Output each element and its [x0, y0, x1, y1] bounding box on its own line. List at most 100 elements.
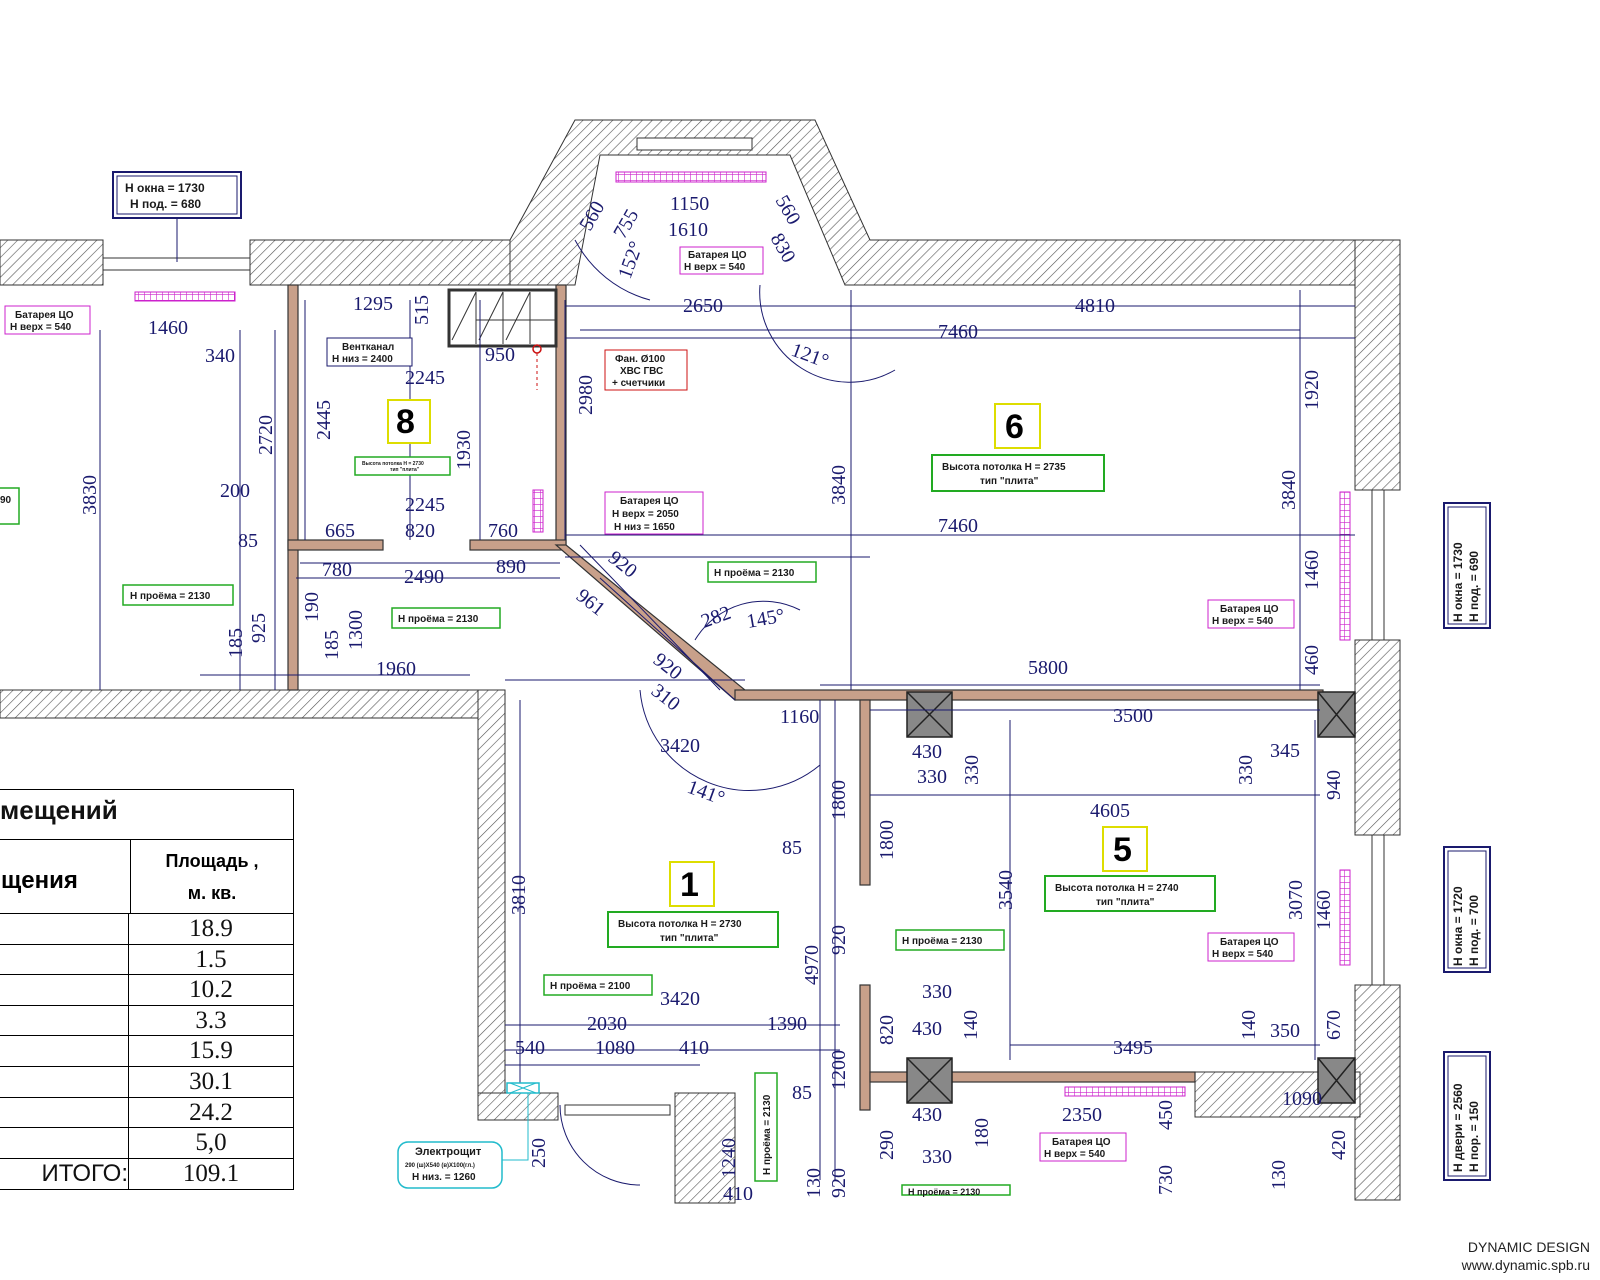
dim-410: 410 [723, 1183, 753, 1205]
window-label-top-left: Н окна = 1730 Н под. = 680 [112, 171, 242, 262]
room-5: 5 Высота потолка Н = 2740 тип "плита" [1044, 826, 1216, 912]
dim-2245: 2245 [405, 367, 445, 389]
dim-2490: 2490 [404, 566, 444, 588]
table-cell-room [0, 1128, 129, 1158]
table-cell-room [0, 1005, 129, 1036]
dim-250: 250 [528, 1138, 550, 1168]
table-cell-area: 15.9 [129, 1036, 294, 1066]
opening-label: Н проёма = 2100 [543, 974, 653, 996]
dim-420: 420 [1328, 1130, 1350, 1160]
dim-2720: 2720 [255, 415, 277, 455]
svg-text:Н верх = 540: Н верх = 540 [1044, 1149, 1106, 1160]
windows [102, 137, 1385, 1116]
dim-1920: 1920 [1301, 370, 1323, 410]
dim-430: 430 [912, 1018, 942, 1040]
dim-3420: 3420 [660, 735, 700, 757]
dim-1200: 1200 [828, 1050, 850, 1090]
svg-text:ХВС ГВС: ХВС ГВС [620, 366, 663, 377]
window-label-right-1: Н окна = 1730 Н под. = 690 [1443, 502, 1491, 629]
dim-4605: 4605 [1090, 800, 1130, 822]
dim-1610: 1610 [668, 219, 708, 241]
dim-1460: 1460 [1313, 890, 1335, 930]
dim-2245: 2245 [405, 494, 445, 516]
dim-330: 330 [922, 1146, 952, 1168]
dim-185: 185 [225, 628, 247, 658]
opening-label: Н проёма = 2130 [122, 584, 234, 606]
room-1: 1 Высота потолка Н = 2730 тип "плита" [607, 861, 779, 948]
svg-text:Н верх = 540: Н верх = 540 [1212, 616, 1274, 627]
radiator-label: Батарея ЦО Н верх = 2050 Н низ = 1650 [604, 491, 704, 535]
dim-920: 920 [604, 547, 641, 583]
dim-1300: 1300 [345, 610, 367, 650]
opening-label: Н проёма = 2130 [901, 1184, 1011, 1197]
dim-1295: 1295 [353, 293, 393, 315]
room-number-1: 1 [680, 866, 699, 904]
room-number-8: 8 [396, 403, 415, 441]
opening-label: Н проёма = 2130 [895, 929, 1005, 951]
svg-text:Н пор. = 150: Н пор. = 150 [1467, 1101, 1481, 1172]
svg-text:Н верх = 540: Н верх = 540 [10, 322, 72, 333]
opening-label: Н проёма = 2130 [707, 561, 817, 583]
dim-1460: 1460 [148, 317, 188, 339]
table-cell-room [0, 914, 129, 944]
dim-460: 460 [1301, 645, 1323, 675]
brand-site: www.dynamic.spb.ru [1461, 1257, 1590, 1273]
dim-670: 670 [1323, 1010, 1345, 1040]
dim-920: 920 [828, 1168, 850, 1198]
dim-190: 190 [301, 592, 323, 622]
dim-2445: 2445 [313, 400, 335, 440]
dimension-labels: 1150 1610 560 755 560 830 152° 2650 4810… [79, 192, 1350, 1206]
svg-text:Н под. = 690: Н под. = 690 [1467, 551, 1481, 622]
ceiling-label: Высота потолка Н = 2735 [942, 462, 1066, 473]
svg-text:Фан. Ø100: Фан. Ø100 [615, 354, 666, 365]
angle-121: 121° [788, 339, 831, 373]
dim-3810: 3810 [508, 875, 530, 915]
dim-820: 820 [876, 1015, 898, 1045]
dim-450: 450 [1155, 1100, 1177, 1130]
dim-5800: 5800 [1028, 657, 1068, 679]
door-swings [559, 239, 896, 1186]
dim-310: 310 [647, 680, 684, 716]
svg-text:Н под. = 700: Н под. = 700 [1467, 895, 1481, 966]
dim-1800: 1800 [876, 820, 898, 860]
table-row: 1.5 [0, 944, 294, 976]
dim-185: 185 [321, 630, 343, 660]
dim-1800: 1800 [828, 780, 850, 820]
area-table: щения Площадь , м. кв. [0, 789, 294, 914]
ceiling-label: Высота потолка Н = 2740 [1055, 883, 1179, 894]
window-label-right-2: Н окна = 1720 Н под. = 700 [1443, 846, 1491, 973]
dim-130: 130 [803, 1168, 825, 1198]
room-number-6: 6 [1005, 408, 1024, 446]
dim-330: 330 [922, 981, 952, 1003]
dim-3420: 3420 [660, 988, 700, 1010]
table-cell-area: 1.5 [129, 944, 294, 975]
table-row: 3.3 [0, 1005, 294, 1037]
svg-text:Н проёма = 2130: Н проёма = 2130 [908, 1187, 980, 1197]
angle-145: 145° [745, 605, 786, 633]
svg-text:Н проёма = 2130: Н проёма = 2130 [130, 591, 211, 602]
brand-name: DYNAMIC DESIGN [1467, 1239, 1590, 1255]
dim-430: 430 [912, 741, 942, 763]
dim-140: 140 [1238, 1010, 1260, 1040]
radiator-label: Батарея ЦО Н верх = 540 [1207, 599, 1295, 629]
dim-3500: 3500 [1113, 705, 1153, 727]
svg-text:Н окна = 1730: Н окна = 1730 [1451, 542, 1465, 622]
dim-282: 282 [698, 602, 734, 633]
table-cell-area: 24.2 [129, 1097, 294, 1128]
dim-7460: 7460 [938, 515, 978, 537]
dim-2030: 2030 [587, 1013, 627, 1035]
footer-brand: DYNAMIC DESIGN www.dynamic.spb.ru [1462, 1238, 1590, 1274]
svg-text:90: 90 [0, 495, 12, 506]
dim-830: 830 [766, 230, 800, 267]
dim-130: 130 [1268, 1160, 1290, 1190]
table-row-total: ИТОГО:109.1 [0, 1158, 294, 1190]
dim-890: 890 [496, 556, 526, 578]
svg-text:Вентканал: Вентканал [342, 342, 394, 353]
table-col-area: Площадь , м. кв. [130, 839, 294, 914]
opening-label: Н проёма = 2130 [754, 1072, 778, 1182]
dim-1930: 1930 [453, 430, 475, 470]
dim-1240: 1240 [718, 1138, 740, 1178]
dim-820: 820 [405, 520, 435, 542]
table-cell-area: 10.2 [129, 975, 294, 1005]
dim-2350: 2350 [1062, 1104, 1102, 1126]
